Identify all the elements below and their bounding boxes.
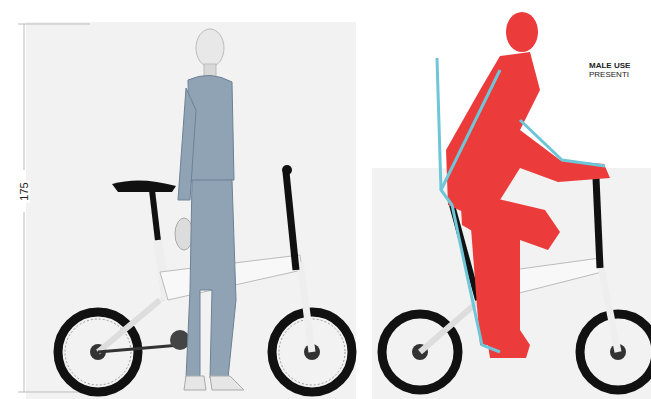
- folding-bike: [58, 165, 352, 392]
- panel-ground: [26, 22, 356, 399]
- rider-silhouette: [446, 12, 610, 358]
- panel-subheading: PRESENTI: [589, 71, 629, 79]
- dimension-line: [18, 24, 90, 392]
- panel-ground: [372, 168, 651, 399]
- mannequin: [175, 29, 244, 390]
- dimension-value: 175: [18, 180, 29, 202]
- panel-heading: MALE USE: [589, 62, 630, 70]
- folding-bike: [382, 178, 651, 390]
- posture-lines: [437, 58, 605, 352]
